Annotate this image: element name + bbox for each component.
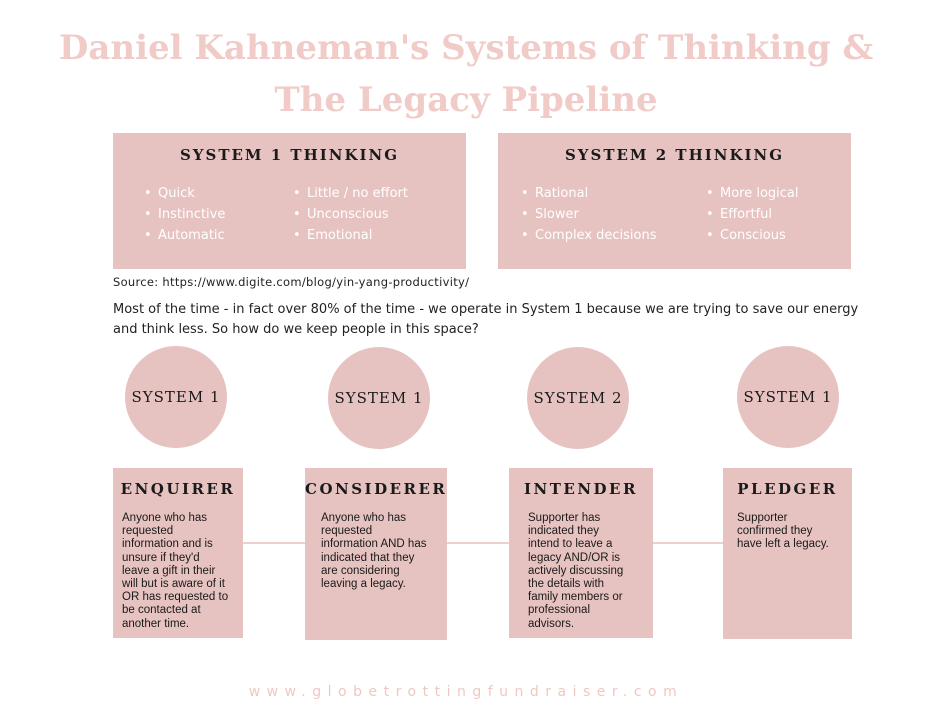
footer-website: www.globetrottingfundraiser.com [248,684,684,700]
stage-pledger: PLEDGER Supporter confirmed they have le… [723,468,852,639]
stage-description: Supporter confirmed they have left a leg… [737,512,829,551]
stage-intender: INTENDER Supporter has indicated they in… [509,468,653,638]
stage-description: Anyone who has requested information AND… [321,512,427,591]
page-title: Daniel Kahneman's Systems of Thinking & … [0,22,932,126]
stage-considerer: CONSIDERER Anyone who has requested info… [305,468,447,640]
stage-title: PLEDGER [737,480,838,498]
system-1-list-right: Little / no effort Unconscious Emotional [293,183,408,246]
intro-paragraph: Most of the time - in fact over 80% of t… [113,300,873,340]
list-item: Conscious [706,225,799,246]
list-item: Automatic [144,225,225,246]
stage-title: INTENDER [524,480,638,498]
stage-title: ENQUIRER [120,480,236,498]
pipeline-connector [652,542,724,544]
list-item: Slower [521,204,657,225]
system-circle-pledger: SYSTEM 1 [737,346,839,448]
system-circle-considerer: SYSTEM 1 [328,347,430,449]
system-2-list-left: Rational Slower Complex decisions [521,183,657,246]
pipeline-connector [446,542,510,544]
system-circle-intender: SYSTEM 2 [527,347,629,449]
title-line-2: The Legacy Pipeline [274,80,658,120]
system-label: SYSTEM 1 [743,388,833,406]
system-1-thinking-box: SYSTEM 1 THINKING Quick Instinctive Auto… [113,133,466,269]
source-citation: Source: https://www.digite.com/blog/yin-… [113,275,470,289]
system-label: SYSTEM 1 [334,389,424,407]
system-1-list-left: Quick Instinctive Automatic [144,183,225,246]
system-circle-enquirer: SYSTEM 1 [125,346,227,448]
title-line-1: Daniel Kahneman's Systems of Thinking & [58,28,874,68]
system-label: SYSTEM 2 [533,389,623,407]
list-item: Effortful [706,204,799,225]
list-item: Little / no effort [293,183,408,204]
system-label: SYSTEM 1 [131,388,221,406]
intro-line-2: and think less. So how do we keep people… [113,322,479,337]
list-item: Rational [521,183,657,204]
list-item: Emotional [293,225,408,246]
list-item: Unconscious [293,204,408,225]
system-2-list-right: More logical Effortful Conscious [706,183,799,246]
list-item: Complex decisions [521,225,657,246]
stage-enquirer: ENQUIRER Anyone who has requested inform… [113,468,243,638]
list-item: Instinctive [144,204,225,225]
system-1-heading: SYSTEM 1 THINKING [179,146,400,164]
list-item: Quick [144,183,225,204]
stage-description: Supporter has indicated they intend to l… [528,512,624,630]
list-item: More logical [706,183,799,204]
stage-description: Anyone who has requested information and… [122,512,229,630]
stage-title: CONSIDERER [305,480,448,498]
intro-line-1: Most of the time - in fact over 80% of t… [113,302,859,317]
system-2-thinking-box: SYSTEM 2 THINKING Rational Slower Comple… [498,133,851,269]
system-2-heading: SYSTEM 2 THINKING [564,146,785,164]
pipeline-connector [242,542,306,544]
